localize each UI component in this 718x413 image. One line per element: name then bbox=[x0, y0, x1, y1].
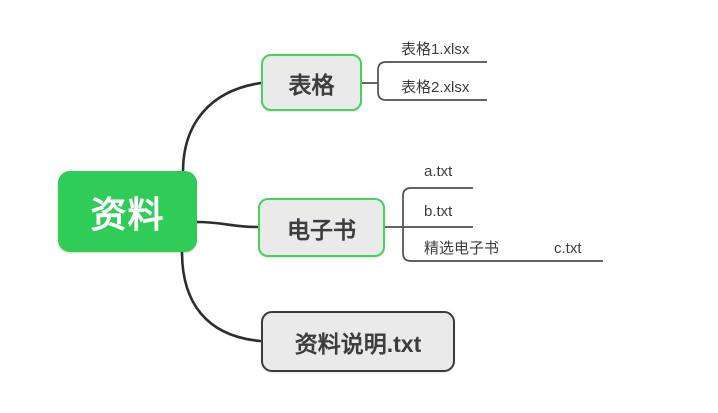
edge-root-to-tables bbox=[181, 81, 263, 174]
leaf-topic-tables2-xlsx[interactable]: 表格2.xlsx bbox=[401, 79, 470, 96]
edge-root-to-readme bbox=[180, 250, 262, 343]
bracket-ebooks-children bbox=[402, 187, 603, 262]
leaf-topic-a-txt[interactable]: a.txt bbox=[424, 163, 453, 180]
leaf-topic-tables1-xlsx[interactable]: 表格1.xlsx bbox=[401, 41, 470, 58]
leaf-topic-c-txt[interactable]: c.txt bbox=[554, 240, 582, 257]
leaf-topic-b-txt[interactable]: b.txt bbox=[424, 203, 453, 220]
branch-topic-ebooks[interactable]: 电子书 bbox=[258, 198, 385, 257]
bracket-tables-children bbox=[377, 61, 487, 101]
branch-topic-readme[interactable]: 资料说明.txt bbox=[261, 311, 455, 372]
root-topic[interactable]: 资料 bbox=[58, 171, 197, 252]
leaf-topic-c-txt-prefix-label[interactable]: 精选电子书 bbox=[424, 240, 500, 257]
branch-topic-tables[interactable]: 表格 bbox=[261, 54, 362, 111]
edge-root-to-ebooks bbox=[195, 220, 259, 229]
